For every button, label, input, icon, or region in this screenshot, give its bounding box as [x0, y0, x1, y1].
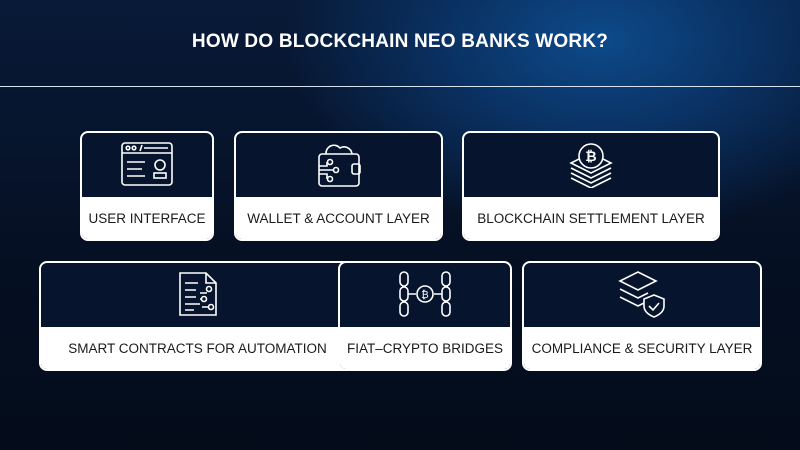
card-compliance-security-layer: COMPLIANCE & SECURITY LAYER	[522, 261, 762, 371]
chain-link-icon: ₿	[396, 269, 454, 324]
browser-profile-icon	[120, 141, 174, 192]
card-label: FIAT–CRYPTO BRIDGES	[340, 327, 510, 369]
card-label: WALLET & ACCOUNT LAYER	[236, 197, 441, 239]
wallet-icon	[316, 140, 362, 193]
card-label: SMART CONTRACTS FOR AUTOMATION	[41, 327, 354, 369]
card-label: BLOCKCHAIN SETTLEMENT LAYER	[464, 197, 718, 239]
card-fiat-crypto-bridges: ₿ FIAT–CRYPTO BRIDGES	[338, 261, 512, 371]
divider	[0, 86, 800, 87]
svg-text:₿: ₿	[585, 149, 596, 165]
card-wallet-account-layer: WALLET & ACCOUNT LAYER	[234, 131, 443, 241]
svg-text:₿: ₿	[421, 289, 428, 301]
card-blockchain-settlement-layer: ₿ BLOCKCHAIN SETTLEMENT LAYER	[462, 131, 720, 241]
card-smart-contracts: SMART CONTRACTS FOR AUTOMATION	[39, 261, 356, 371]
bitcoin-stack-icon: ₿	[566, 140, 616, 193]
layers-shield-icon	[616, 269, 668, 324]
card-user-interface: USER INTERFACE	[80, 131, 214, 241]
page-title: HOW DO BLOCKCHAIN NEO BANKS WORK?	[191, 31, 609, 52]
card-label: USER INTERFACE	[82, 197, 212, 239]
smart-contract-icon	[174, 269, 222, 324]
card-label: COMPLIANCE & SECURITY LAYER	[524, 327, 760, 369]
